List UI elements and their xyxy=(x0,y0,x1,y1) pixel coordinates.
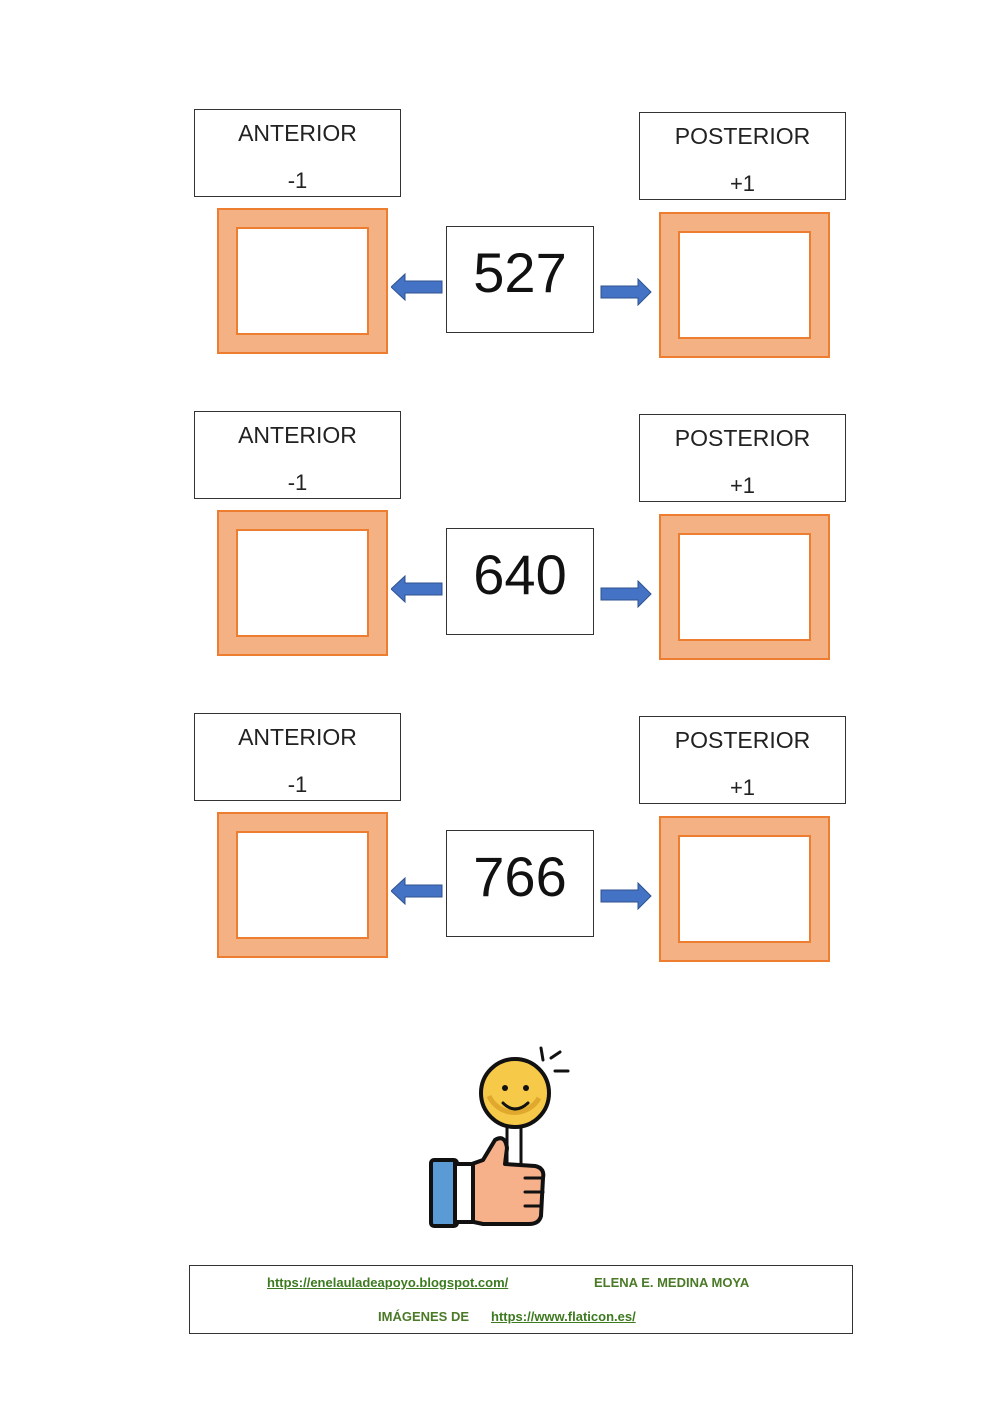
anterior-answer-field[interactable] xyxy=(217,812,388,958)
anterior-title: ANTERIOR xyxy=(238,120,357,146)
blog-link[interactable]: https://enelauladeapoyo.blogspot.com/ xyxy=(267,1275,509,1290)
posterior-title: POSTERIOR xyxy=(674,425,811,451)
anterior-answer-field[interactable] xyxy=(217,208,388,354)
posterior-title: POSTERIOR xyxy=(674,727,811,753)
arrow-left-icon xyxy=(391,273,443,301)
posterior-answer-field[interactable] xyxy=(659,212,830,358)
anterior-value: -1 xyxy=(287,470,308,495)
posterior-title: POSTERIOR xyxy=(674,123,811,149)
anterior-answer-field[interactable] xyxy=(217,510,388,656)
anterior-value: -1 xyxy=(287,168,308,193)
arrow-left-icon xyxy=(391,877,443,905)
posterior-value: +1 xyxy=(729,171,756,196)
number-box: 766 xyxy=(446,830,594,937)
credits-footer: https://enelauladeapoyo.blogspot.com/ EL… xyxy=(189,1265,853,1334)
arrow-right-icon xyxy=(600,580,652,608)
number-box: 640 xyxy=(446,528,594,635)
anterior-title: ANTERIOR xyxy=(238,422,357,448)
anterior-label-box: ANTERIOR -1 xyxy=(194,713,401,801)
posterior-value: +1 xyxy=(729,473,756,498)
arrow-left-icon xyxy=(391,575,443,603)
anterior-label-box: ANTERIOR -1 xyxy=(194,109,401,197)
posterior-label-box: POSTERIOR +1 xyxy=(639,112,846,200)
arrow-right-icon xyxy=(600,278,652,306)
author-name: ELENA E. MEDINA MOYA xyxy=(594,1275,750,1290)
images-prefix: IMÁGENES DE xyxy=(378,1309,470,1324)
posterior-answer-field[interactable] xyxy=(659,816,830,962)
anterior-value: -1 xyxy=(287,772,308,797)
thumbs-up-idea-icon xyxy=(429,1046,570,1228)
posterior-value: +1 xyxy=(729,775,756,800)
anterior-title: ANTERIOR xyxy=(238,724,357,750)
arrow-right-icon xyxy=(600,882,652,910)
flaticon-link[interactable]: https://www.flaticon.es/ xyxy=(491,1309,636,1324)
number-box: 527 xyxy=(446,226,594,333)
posterior-label-box: POSTERIOR +1 xyxy=(639,716,846,804)
posterior-label-box: POSTERIOR +1 xyxy=(639,414,846,502)
posterior-answer-field[interactable] xyxy=(659,514,830,660)
anterior-label-box: ANTERIOR -1 xyxy=(194,411,401,499)
